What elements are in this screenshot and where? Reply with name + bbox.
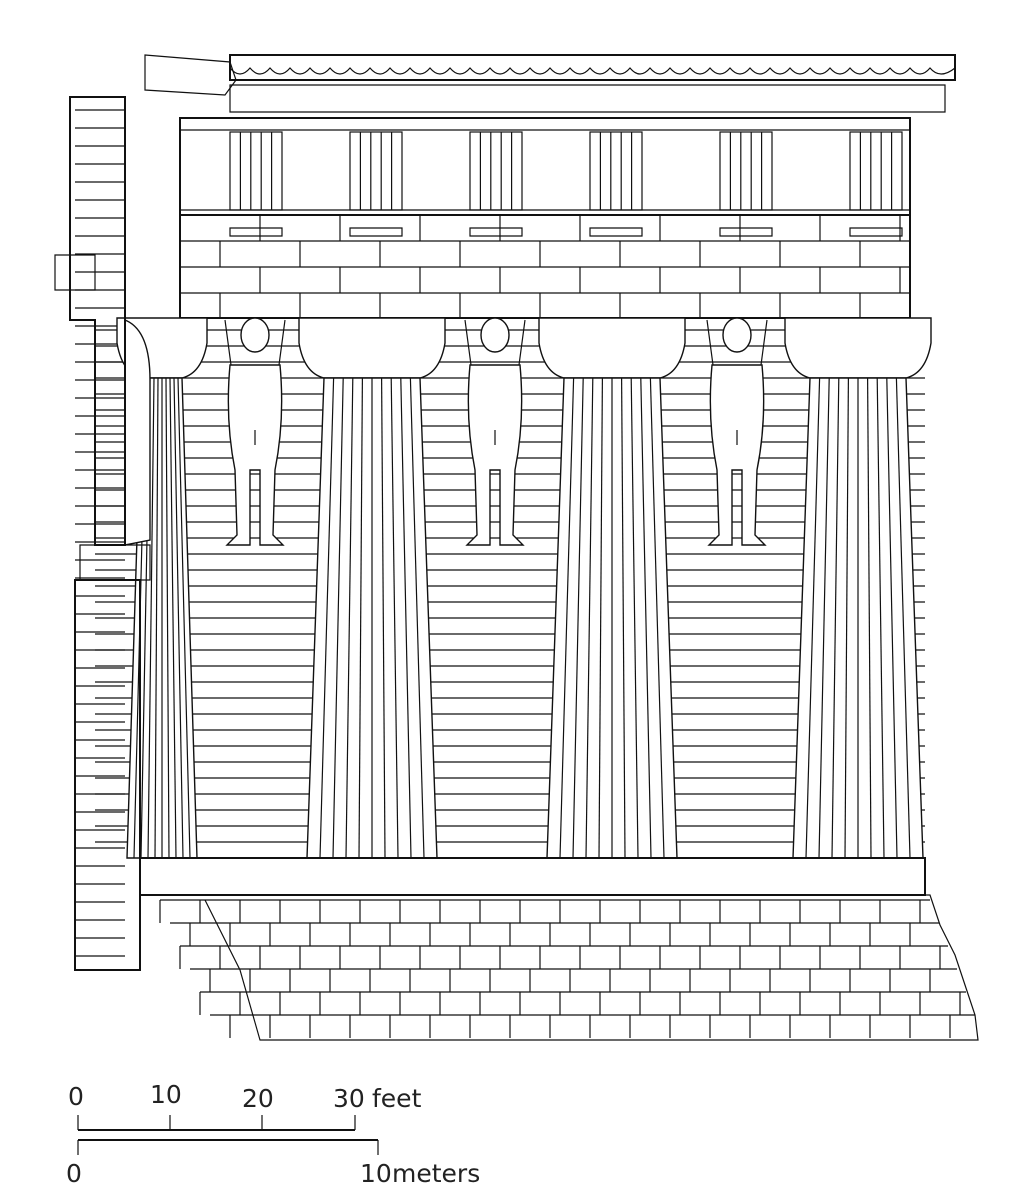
column-flute <box>886 377 898 859</box>
cornice <box>144 54 956 113</box>
column-flute <box>866 377 872 859</box>
column-capital <box>784 317 932 379</box>
caryatid-body <box>707 364 767 546</box>
doric-column <box>298 317 446 859</box>
triglyph <box>469 131 523 211</box>
column-flute <box>177 377 191 859</box>
column-flute <box>345 377 354 859</box>
scale-bar: 0 10 20 30 feet 0 10 meters <box>66 1080 480 1188</box>
column-flute <box>319 377 335 859</box>
column-flute <box>630 377 639 859</box>
column-flute <box>169 377 177 859</box>
meters-tick-label: 10 <box>360 1159 392 1188</box>
column-flute <box>400 377 412 859</box>
caryatid-head <box>722 317 752 353</box>
left-anta-wall <box>54 96 151 971</box>
meters-unit-label: meters <box>392 1159 480 1188</box>
triglyph <box>719 131 773 211</box>
column-flute <box>147 377 155 859</box>
caryatid-body <box>225 364 285 546</box>
meters-tick-label: 0 <box>66 1159 82 1188</box>
column-flute <box>831 377 840 859</box>
caryatid-figures <box>124 317 768 546</box>
feet-unit-label: feet <box>372 1084 422 1113</box>
caryatid-body <box>124 318 151 546</box>
regula <box>719 227 773 237</box>
column-capital <box>298 317 446 379</box>
caryatid-head <box>480 317 510 353</box>
column-flute <box>154 377 159 859</box>
triglyph <box>849 131 903 211</box>
column-flute <box>876 377 885 859</box>
caryatid <box>706 317 768 546</box>
column-flute <box>559 377 575 859</box>
column-flute <box>805 377 821 859</box>
caryatid-arms <box>224 319 286 366</box>
caryatid <box>224 317 286 546</box>
column-flute <box>640 377 652 859</box>
column-flute <box>572 377 584 859</box>
column-flute <box>173 377 184 859</box>
regula <box>849 227 903 237</box>
regula <box>589 227 643 237</box>
column-flute <box>585 377 594 859</box>
column-flute <box>895 377 911 859</box>
feet-tick-label: 20 <box>242 1084 274 1113</box>
feet-tick-label: 10 <box>150 1080 182 1109</box>
regula <box>469 227 523 237</box>
caryatid <box>124 318 151 546</box>
column-flute <box>381 377 386 859</box>
stylobate-steps <box>139 857 979 1041</box>
column-flute <box>620 377 626 859</box>
doric-column <box>784 317 932 859</box>
column-flute <box>818 377 830 859</box>
caryatid <box>464 317 526 546</box>
column-flute <box>844 377 850 859</box>
caryatid-arms <box>706 319 768 366</box>
column-flute <box>390 377 399 859</box>
caryatid-head <box>240 317 270 353</box>
feet-tick-label: 30 <box>333 1084 365 1113</box>
column-flute <box>332 377 344 859</box>
doric-columns <box>116 317 932 859</box>
feet-tick-label: 0 <box>68 1082 84 1111</box>
regula <box>349 227 403 237</box>
caryatid-arms <box>464 319 526 366</box>
caryatid-body <box>465 364 525 546</box>
triglyph-frieze <box>179 117 911 237</box>
column-flute <box>409 377 425 859</box>
column-flute <box>649 377 665 859</box>
doric-column <box>538 317 686 859</box>
regula <box>229 227 283 237</box>
column-flute <box>358 377 363 859</box>
column-flute <box>165 377 170 859</box>
column-capital <box>538 317 686 379</box>
triglyph <box>229 131 283 211</box>
triglyph <box>589 131 643 211</box>
triglyph <box>349 131 403 211</box>
column-flute <box>598 377 604 859</box>
